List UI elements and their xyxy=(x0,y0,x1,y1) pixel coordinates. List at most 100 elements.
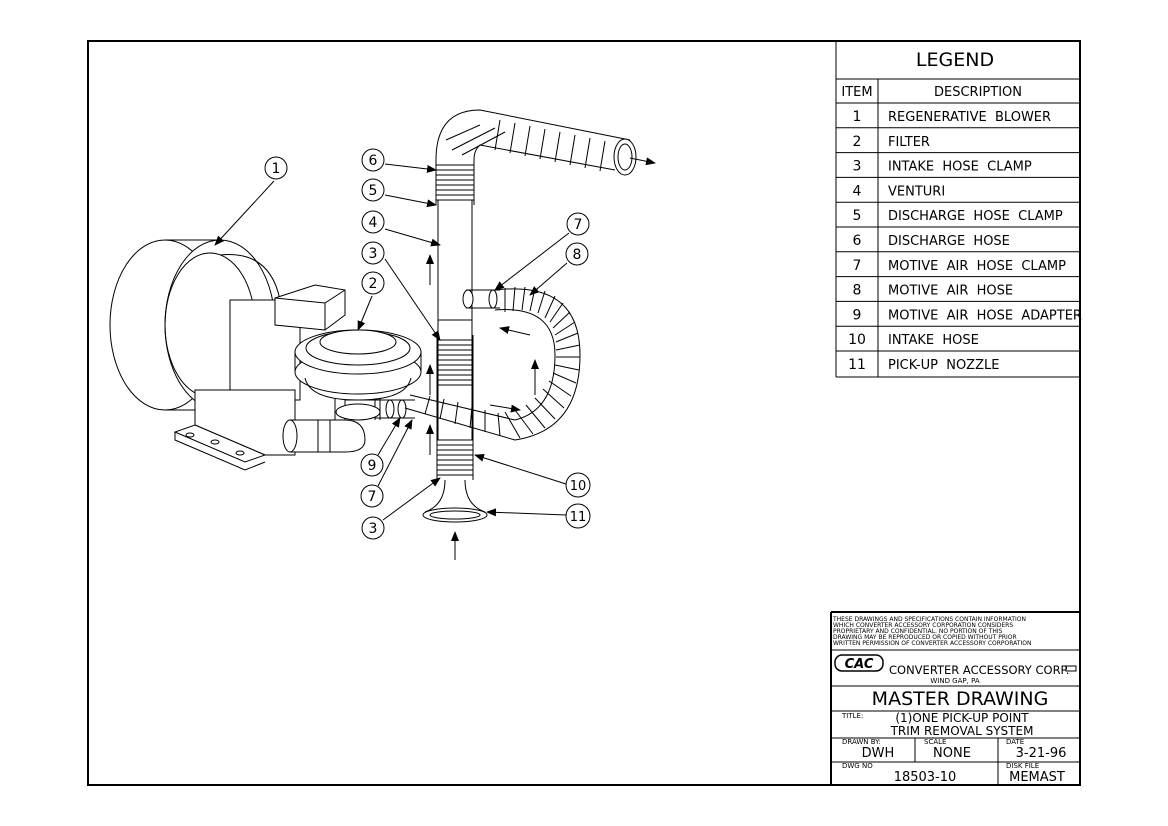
legend-row: 4 VENTURI xyxy=(853,183,946,199)
callout-number: 8 xyxy=(573,247,582,263)
legend-row: 1 REGENERATIVE BLOWER xyxy=(853,109,1052,125)
dwg-no-label: DWG NO xyxy=(842,762,873,770)
legend-item-number: 8 xyxy=(853,283,862,299)
legend-item-number: 9 xyxy=(853,307,862,323)
legend-item-description: DISCHARGE HOSE CLAMP xyxy=(888,209,1063,224)
legend-row: 8 MOTIVE AIR HOSE xyxy=(853,283,1014,299)
callout-4: 4 xyxy=(361,210,385,234)
legend-item-number: 6 xyxy=(853,233,862,249)
callout-number: 3 xyxy=(369,246,378,262)
legend-item-number: 11 xyxy=(848,357,866,373)
scale-label: SCALE xyxy=(924,738,946,746)
callout-number: 1 xyxy=(272,161,281,177)
drawn-by-value: DWH xyxy=(862,746,895,761)
callout-7-upper: 7 xyxy=(566,212,590,236)
legend-item-description: DISCHARGE HOSE xyxy=(888,234,1010,249)
legend-row: 7 MOTIVE AIR HOSE CLAMP xyxy=(853,258,1067,274)
scale-value: NONE xyxy=(933,746,971,761)
date-value: 3-21-96 xyxy=(1016,746,1067,761)
drawing-title-line2: TRIM REMOVAL SYSTEM xyxy=(890,724,1034,738)
callout-10: 10 xyxy=(565,472,591,498)
company-location: WIND GAP, PA xyxy=(930,677,979,685)
notice-line: WRITTEN PERMISSION OF CONVERTER ACCESSOR… xyxy=(833,640,1031,647)
intake-hose xyxy=(436,335,474,480)
motive-air-hose xyxy=(404,286,581,441)
legend-item-description: PICK-UP NOZZLE xyxy=(888,358,999,373)
regenerative-blower xyxy=(109,239,376,471)
assembly-drawing: 1 2 3 4 5 6 7 8 9 7 3 10 11 xyxy=(109,109,656,560)
notice-line: PROPRIETARY AND CONFIDENTIAL. NO PORTION… xyxy=(833,628,1003,635)
pick-up-nozzle xyxy=(422,479,488,560)
legend-row: 2 FILTER xyxy=(853,134,930,150)
legend-item-description: MOTIVE AIR HOSE CLAMP xyxy=(888,259,1066,274)
legend-item-description: FILTER xyxy=(888,135,930,150)
legend-table xyxy=(835,41,1080,378)
legend-rows: 1 REGENERATIVE BLOWER 2 FILTER 3 INTAKE HOSE … xyxy=(848,109,1082,373)
callout-2: 2 xyxy=(361,271,385,295)
legend-row: 9 MOTIVE AIR HOSE ADAPTER xyxy=(853,307,1082,323)
callout-3-lower: 3 xyxy=(361,516,385,540)
callout-number: 9 xyxy=(368,458,377,474)
legend-row: 5 DISCHARGE HOSE CLAMP xyxy=(853,208,1063,224)
legend-item-description: MOTIVE AIR HOSE ADAPTER xyxy=(888,308,1082,323)
legend-column-item: ITEM xyxy=(841,85,872,100)
discharge-hose xyxy=(435,109,656,205)
callout-number: 5 xyxy=(369,183,378,199)
filter xyxy=(294,329,422,421)
callout-number: 7 xyxy=(574,217,583,233)
callout-balloons: 1 2 3 4 5 6 7 8 9 7 3 10 11 xyxy=(264,148,591,540)
callout-number: 11 xyxy=(570,510,587,525)
leader-lines xyxy=(214,163,570,521)
legend-item-description: MOTIVE AIR HOSE xyxy=(888,284,1013,299)
drawing-type: MASTER DRAWING xyxy=(872,688,1049,710)
legend-item-number: 7 xyxy=(853,258,862,274)
company-logo: CAC xyxy=(834,654,884,672)
legend-item-number: 5 xyxy=(853,208,862,224)
callout-number: 2 xyxy=(369,276,378,292)
callout-5: 5 xyxy=(361,178,385,202)
callout-number: 3 xyxy=(369,521,378,537)
disk-file-label: DISK FILE xyxy=(1006,762,1039,770)
callout-9: 9 xyxy=(360,453,384,477)
callout-number: 10 xyxy=(570,479,587,494)
callout-1: 1 xyxy=(264,156,288,180)
company-mark xyxy=(1065,665,1077,672)
logo-text: CAC xyxy=(845,657,874,672)
legend-title: LEGEND xyxy=(916,49,994,71)
callout-3-upper: 3 xyxy=(361,241,385,265)
callout-number: 6 xyxy=(369,153,378,169)
callout-11: 11 xyxy=(565,503,591,529)
notice-line: WHICH CONVERTER ACCESSORY CORPORATION CO… xyxy=(833,622,1013,629)
title-label: TITLE: xyxy=(841,712,863,720)
callout-7-lower: 7 xyxy=(360,484,384,508)
legend-item-number: 2 xyxy=(853,134,862,150)
legend-item-number: 4 xyxy=(853,183,862,199)
callout-number: 4 xyxy=(369,215,378,231)
legend-item-description: REGENERATIVE BLOWER xyxy=(888,110,1051,125)
legend-row: 6 DISCHARGE HOSE xyxy=(853,233,1010,249)
legend-row: 10 INTAKE HOSE xyxy=(848,332,979,348)
drawing-title-line1: (1)ONE PICK-UP POINT xyxy=(895,711,1029,725)
proprietary-notice: THESE DRAWINGS AND SPECIFICATIONS CONTAI… xyxy=(832,616,1031,647)
disk-file-value: MEMAST xyxy=(1009,770,1065,785)
sheet-border xyxy=(87,40,1081,786)
legend-item-description: INTAKE HOSE CLAMP xyxy=(888,160,1032,175)
dwg-no-value: 18503-10 xyxy=(894,770,957,785)
notice-line: DRAWING MAY BE REPRODUCED OR COPIED WITH… xyxy=(833,634,1017,641)
legend-item-number: 3 xyxy=(853,159,862,175)
legend-row: 11 PICK-UP NOZZLE xyxy=(848,357,999,373)
legend-item-number: 1 xyxy=(853,109,862,125)
callout-8: 8 xyxy=(565,242,589,266)
legend-column-description: DESCRIPTION xyxy=(934,85,1022,100)
legend-item-description: VENTURI xyxy=(888,184,945,199)
drawn-by-label: DRAWN BY: xyxy=(842,738,881,746)
date-label: DATE xyxy=(1006,738,1024,746)
legend-item-number: 10 xyxy=(848,332,866,348)
legend-item-description: INTAKE HOSE xyxy=(888,333,979,348)
legend-row: 3 INTAKE HOSE CLAMP xyxy=(853,159,1032,175)
callout-number: 7 xyxy=(368,489,377,505)
callout-6: 6 xyxy=(361,148,385,172)
notice-line: THESE DRAWINGS AND SPECIFICATIONS CONTAI… xyxy=(832,616,1026,623)
title-block xyxy=(830,611,1080,785)
